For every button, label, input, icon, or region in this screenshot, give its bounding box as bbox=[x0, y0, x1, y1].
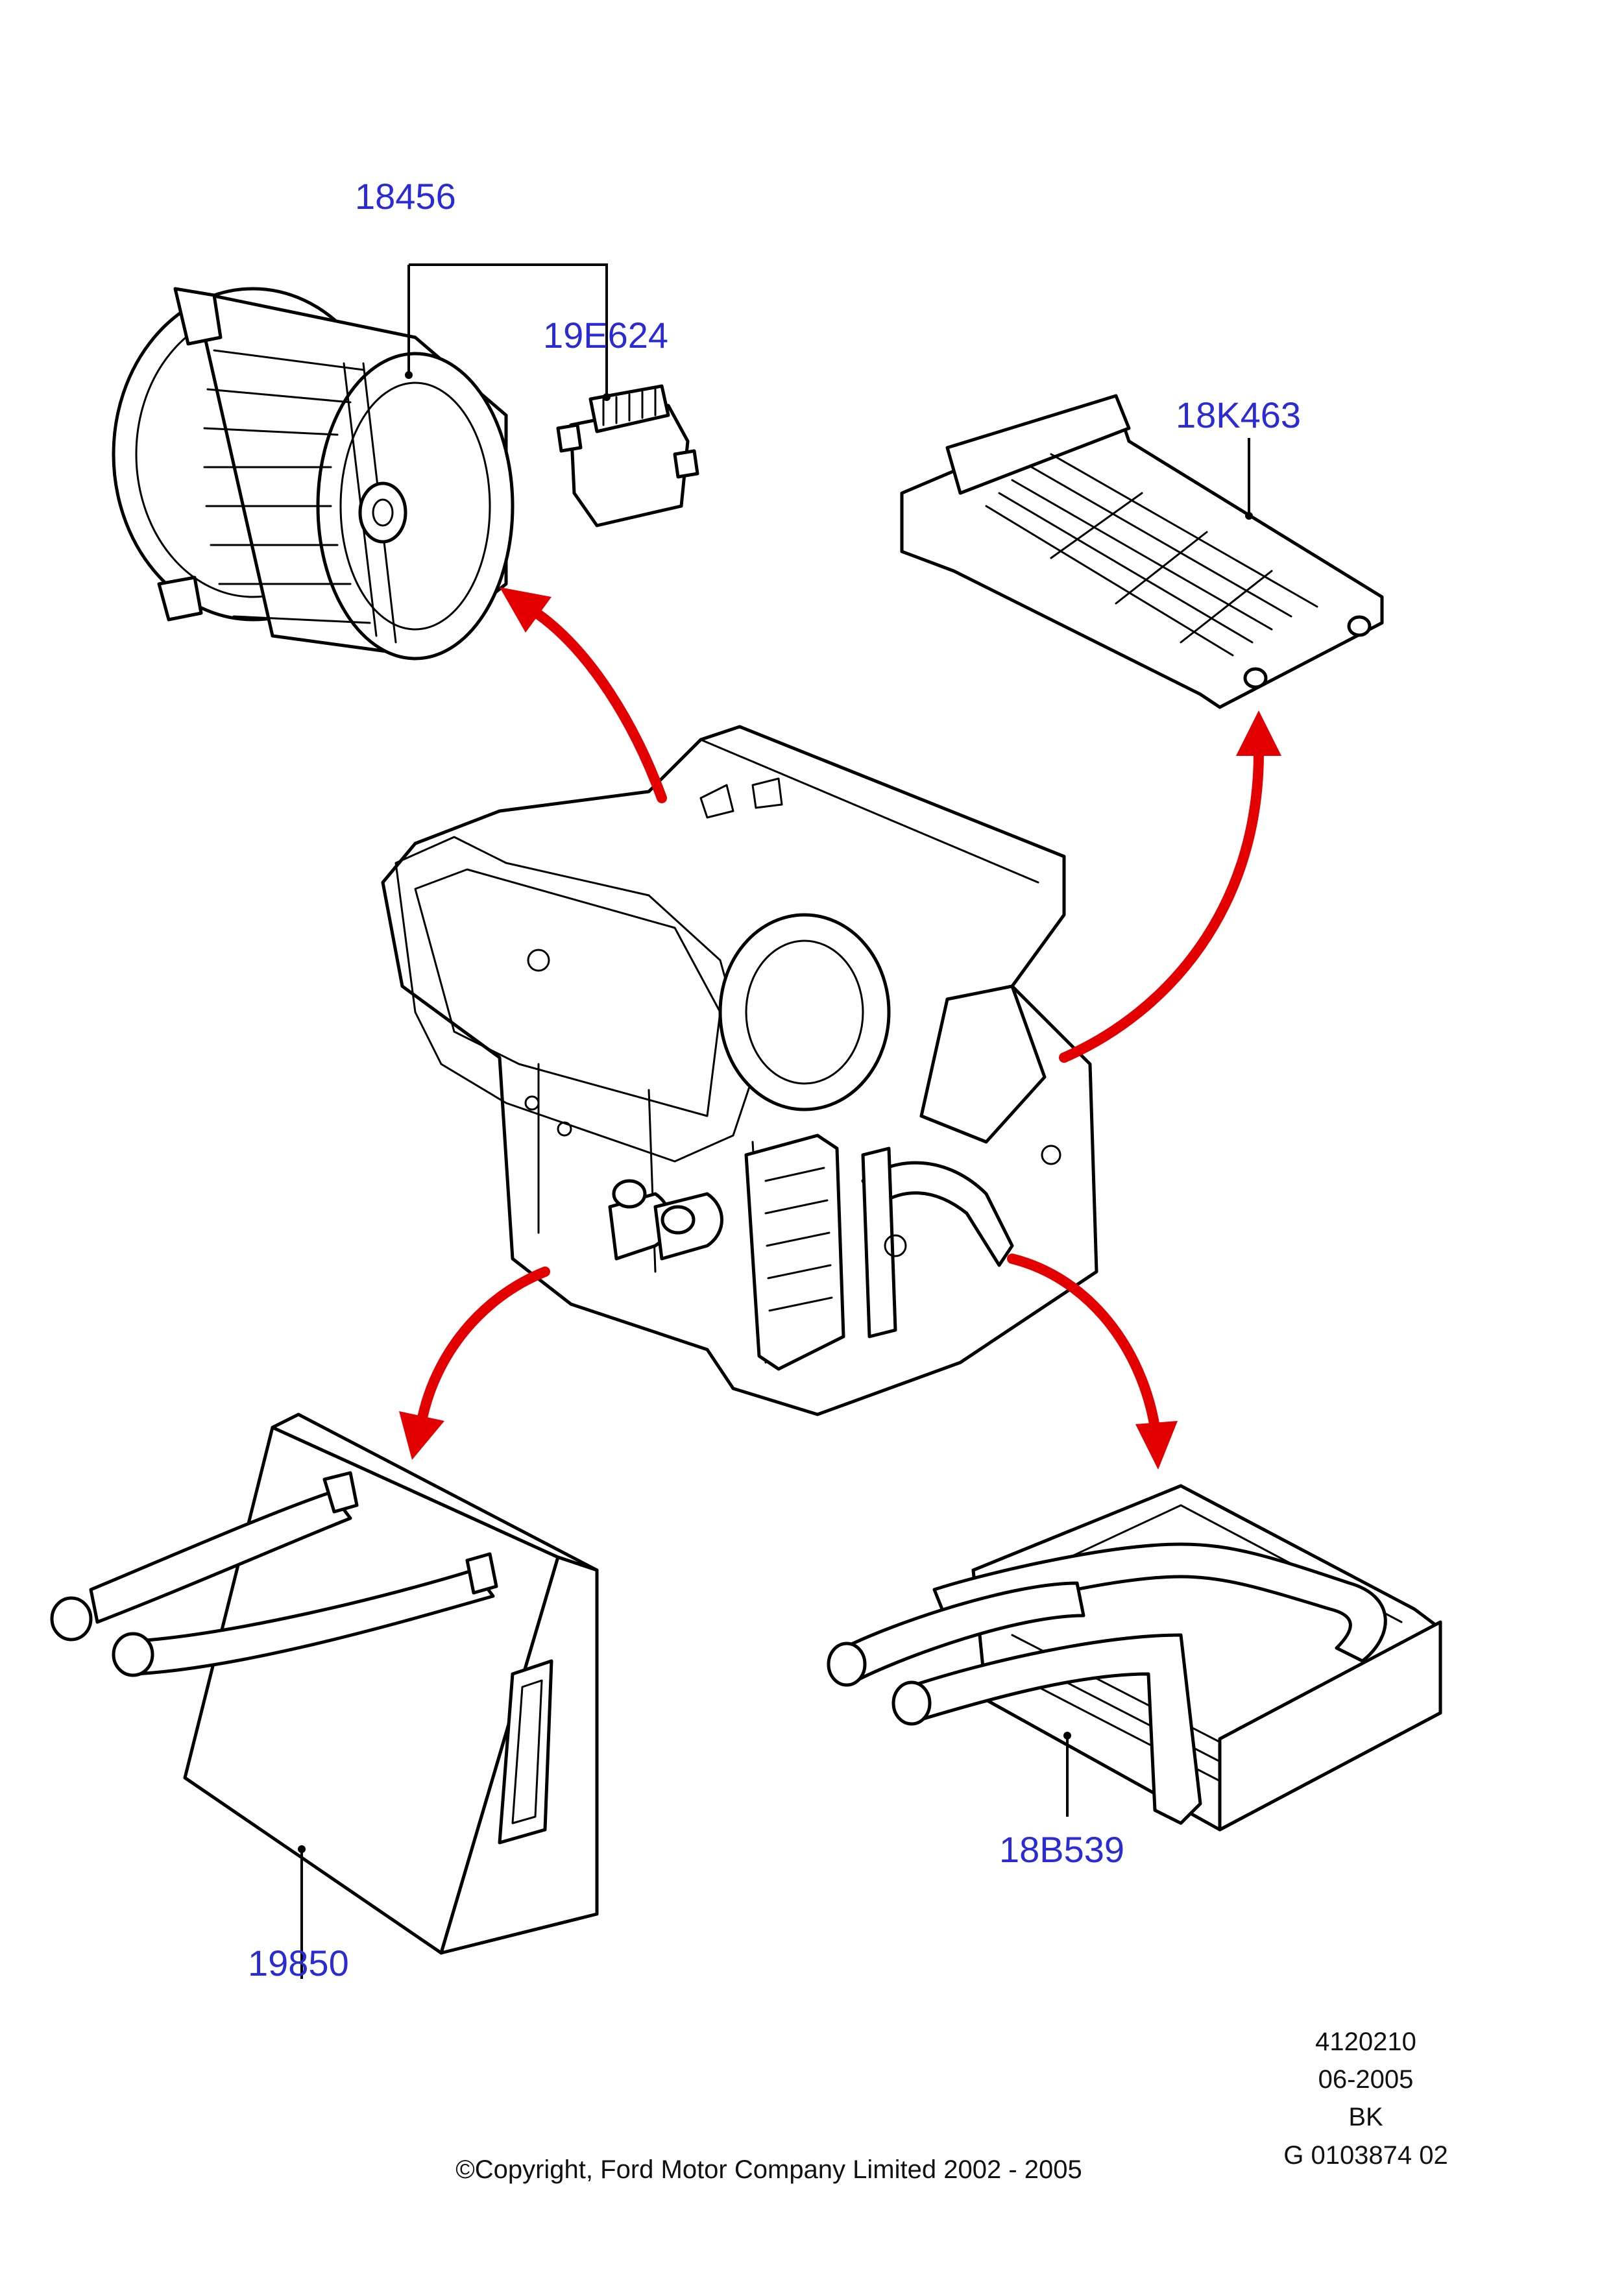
callout-19850: 19850 bbox=[248, 1943, 349, 1983]
callout-18B539: 18B539 bbox=[999, 1829, 1124, 1870]
callout-18456: 18456 bbox=[355, 176, 456, 217]
leader-lines bbox=[300, 263, 1253, 1979]
leader-line-evaporator bbox=[298, 1845, 306, 1946]
ref-date: 06-2005 bbox=[1318, 2065, 1414, 2094]
electric-heater[interactable] bbox=[900, 394, 1384, 709]
blower-motor[interactable] bbox=[112, 287, 515, 661]
evaporator[interactable] bbox=[50, 1412, 599, 1955]
arrow-to-electric-heater bbox=[1059, 710, 1281, 1063]
arrow-to-blower bbox=[500, 587, 667, 803]
heater-core[interactable] bbox=[827, 1484, 1442, 1832]
callout-18K463: 18K463 bbox=[1176, 394, 1301, 435]
ref-number: 4120210 bbox=[1315, 2028, 1416, 2056]
ref-code: BK bbox=[1348, 2103, 1383, 2131]
arrow-to-heater-core bbox=[1007, 1254, 1178, 1470]
callout-19E624: 19E624 bbox=[543, 315, 668, 356]
heater-housing-assembly bbox=[381, 725, 1098, 1416]
blower-resistor[interactable] bbox=[556, 384, 699, 527]
copyright-text: ©Copyright, Ford Motor Company Limited 2… bbox=[455, 2155, 1082, 2184]
ref-drawing-id: G 0103874 02 bbox=[1283, 2141, 1448, 2170]
arrow-to-evaporator bbox=[399, 1267, 550, 1460]
